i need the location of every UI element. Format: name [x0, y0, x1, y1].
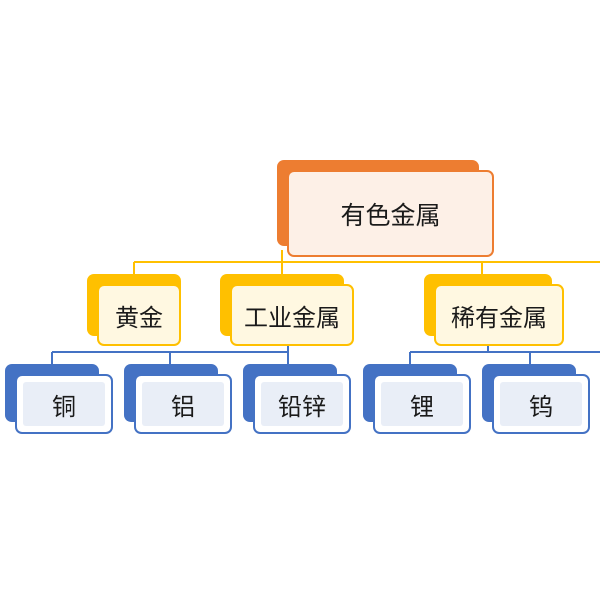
- mid-node-box: 黄金: [97, 284, 181, 346]
- mid-node-box: 稀有金属: [434, 284, 564, 346]
- leaf-node-box: 钨: [492, 374, 590, 434]
- leaf-node-box: 铜: [15, 374, 113, 434]
- root-node-box: 有色金属: [287, 170, 494, 257]
- leaf-node-label: 钨: [529, 392, 553, 421]
- mid-node-label: 稀有金属: [451, 303, 547, 332]
- mid-node-box: 工业金属: [230, 284, 354, 346]
- root-node-label: 有色金属: [340, 200, 441, 230]
- leaf-node-label: 铅锌: [278, 392, 326, 421]
- mid-node-label: 黄金: [115, 303, 163, 332]
- leaf-node-box: 铅锌: [253, 374, 351, 434]
- leaf-node-label: 锂: [410, 392, 434, 421]
- leaf-node-box: 锂: [373, 374, 471, 434]
- mid-node-label: 工业金属: [244, 303, 340, 332]
- leaf-node-label: 铝: [171, 392, 195, 421]
- leaf-node-label: 铜: [52, 392, 76, 421]
- leaf-node-box: 铝: [134, 374, 232, 434]
